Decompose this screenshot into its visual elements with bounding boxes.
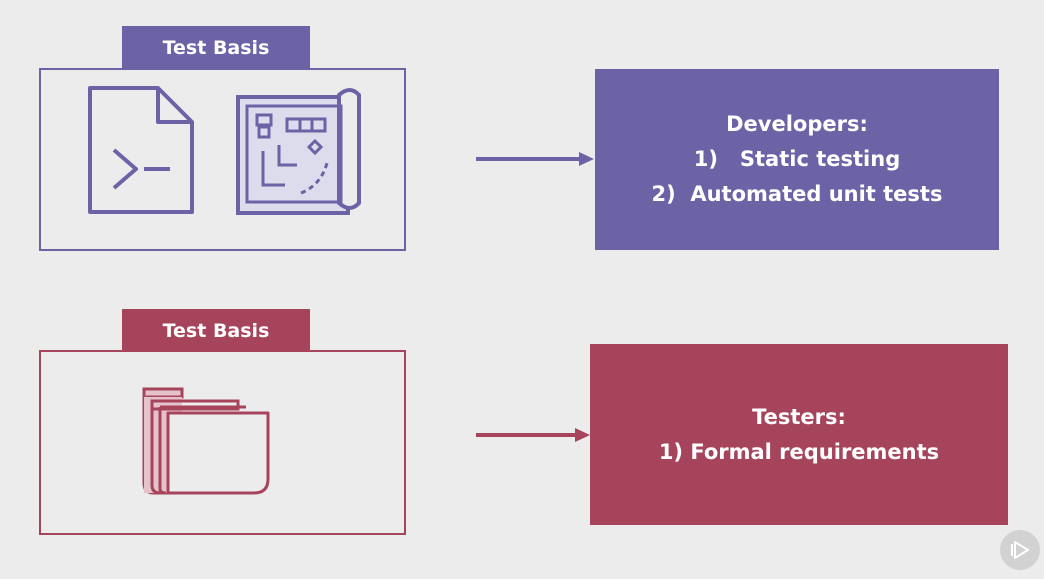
test-basis-label: Test Basis <box>162 36 270 59</box>
developers-item-2: 2) Automated unit tests <box>651 182 943 206</box>
play-icon <box>1011 541 1029 559</box>
folders-icon <box>142 387 270 495</box>
test-basis-frame-testers <box>39 350 406 535</box>
test-basis-tab-developers: Test Basis <box>122 26 310 69</box>
developers-title: Developers: <box>726 112 868 136</box>
developers-card: Developers: 1) Static testing 2) Automat… <box>595 69 999 250</box>
testers-title: Testers: <box>752 404 846 429</box>
test-basis-tab-testers: Test Basis <box>122 309 310 352</box>
blueprint-icon <box>236 88 361 215</box>
developers-item-1: 1) Static testing <box>693 147 901 171</box>
test-basis-frame-developers <box>39 68 406 251</box>
arrow-to-testers <box>476 428 590 442</box>
testers-card: Testers: 1) Formal requirements <box>590 344 1008 525</box>
testers-item-1: 1) Formal requirements <box>658 439 940 464</box>
code-file-icon <box>88 86 194 214</box>
arrow-to-developers <box>476 152 594 166</box>
play-button[interactable] <box>1000 530 1040 570</box>
test-basis-label: Test Basis <box>162 319 270 342</box>
